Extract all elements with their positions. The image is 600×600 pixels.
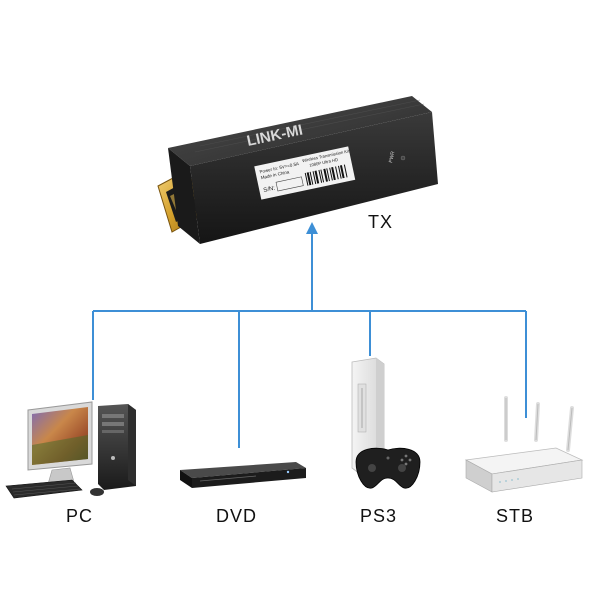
tx-label: TX [368, 212, 394, 232]
label-line-2: Made in China [260, 169, 290, 180]
dvd-label: DVD [216, 506, 258, 526]
product-line-2: 1080P Ultra HD [309, 157, 339, 168]
device-front-face [168, 148, 200, 244]
ps3-label: PS3 [360, 506, 398, 526]
stb-label: STB [496, 506, 535, 526]
pc-computer-icon [5, 401, 136, 499]
pwr-label: PWR [388, 150, 396, 163]
sn-label: S/N: [263, 186, 276, 194]
pc-label: PC [66, 506, 94, 526]
arrow-up-icon [306, 222, 318, 234]
connector-lines [92, 222, 527, 448]
barcode [304, 164, 348, 186]
dvd-player-icon [180, 462, 306, 488]
pwr-led-indicator [400, 155, 406, 161]
device-top-face [168, 96, 432, 166]
device-label-sticker: Power In: 5V==0.5A Made in China S/N: Wi… [254, 146, 356, 200]
tx-transmitter-device: LINK-MI Power In: 5V==0.5A Made in China… [157, 96, 438, 244]
stb-router-icon [464, 396, 584, 493]
ps3-console-icon [351, 357, 421, 489]
